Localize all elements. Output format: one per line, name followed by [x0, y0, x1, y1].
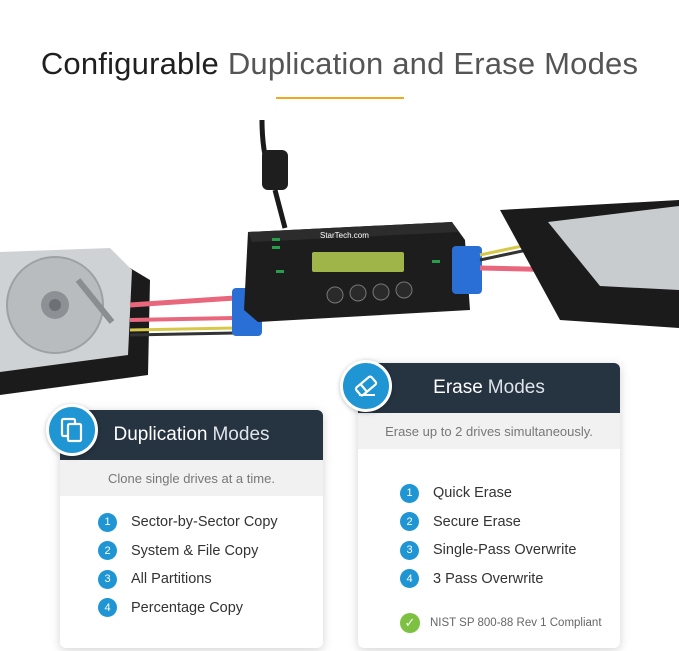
list-item-label: Quick Erase — [433, 485, 512, 502]
list-item-label: Single-Pass Overwrite — [433, 542, 577, 559]
list-item-label: Secure Erase — [433, 513, 521, 530]
list-item: 1 Quick Erase — [400, 479, 620, 508]
device-lcd — [312, 252, 404, 272]
list-item-label: System & File Copy — [131, 542, 259, 559]
checkmark-icon: ✓ — [400, 613, 420, 633]
number-badge: 4 — [400, 569, 419, 589]
title-light: Duplication and Erase Modes — [227, 46, 639, 81]
list-item-label: Percentage Copy — [131, 599, 244, 616]
title-underline — [276, 97, 404, 99]
page-title: Configurable Duplication and Erase Modes — [0, 46, 679, 82]
number-badge: 1 — [400, 483, 419, 503]
compliance-note: ✓ NIST SP 800-88 Rev 1 Compliant — [358, 593, 620, 633]
number-badge: 1 — [98, 512, 117, 532]
erase-subtitle: Erase up to 2 drives simultaneously. — [358, 413, 620, 449]
erase-card-header: Erase Modes — [358, 363, 620, 413]
title-bold: Configurable — [40, 46, 219, 81]
number-badge: 3 — [400, 540, 419, 560]
duplicator-device: StarTech.com — [244, 222, 470, 322]
list-item-label: 3 Pass Overwrite — [433, 570, 544, 587]
duplication-badge — [46, 404, 98, 456]
ferrite-bead — [262, 150, 288, 190]
erase-mode-list: 1 Quick Erase 2 Secure Erase 3 Single-Pa… — [358, 449, 620, 593]
list-item: 3 All Partitions — [98, 565, 323, 594]
eraser-icon — [354, 375, 378, 397]
list-item: 1 Sector-by-Sector Copy — [98, 508, 323, 537]
list-item-label: Sector-by-Sector Copy — [131, 514, 278, 531]
list-item-label: All Partitions — [131, 571, 212, 588]
left-hard-drive — [0, 248, 150, 395]
compliance-text: NIST SP 800-88 Rev 1 Compliant — [430, 617, 602, 629]
duplication-card-header: Duplication Modes — [60, 410, 323, 460]
device-brand: StarTech.com — [320, 231, 369, 240]
duplication-modes-card: Duplication Modes Clone single drives at… — [60, 410, 323, 648]
number-badge: 2 — [400, 512, 419, 532]
erase-modes-card: Erase Modes Erase up to 2 drives simulta… — [358, 363, 620, 648]
list-item: 4 Percentage Copy — [98, 594, 323, 623]
number-badge: 4 — [98, 598, 117, 618]
erase-badge — [340, 360, 392, 412]
erase-title: Erase — [433, 377, 483, 398]
duplication-subtitle: Clone single drives at a time. — [60, 460, 323, 496]
duplication-title: Duplication — [113, 424, 208, 445]
right-connector — [452, 246, 482, 294]
erase-title-light: Modes — [487, 377, 545, 398]
list-item: 4 3 Pass Overwrite — [400, 565, 620, 594]
copy-icon — [60, 417, 83, 443]
duplication-title-light: Modes — [212, 424, 270, 445]
product-illustration: StarTech.com — [0, 119, 679, 395]
list-item: 2 Secure Erase — [400, 508, 620, 537]
duplication-mode-list: 1 Sector-by-Sector Copy 2 System & File … — [60, 496, 323, 622]
number-badge: 2 — [98, 541, 117, 561]
list-item: 3 Single-Pass Overwrite — [400, 536, 620, 565]
right-solid-state-drive — [500, 200, 679, 328]
list-item: 2 System & File Copy — [98, 537, 323, 566]
number-badge: 3 — [98, 569, 117, 589]
